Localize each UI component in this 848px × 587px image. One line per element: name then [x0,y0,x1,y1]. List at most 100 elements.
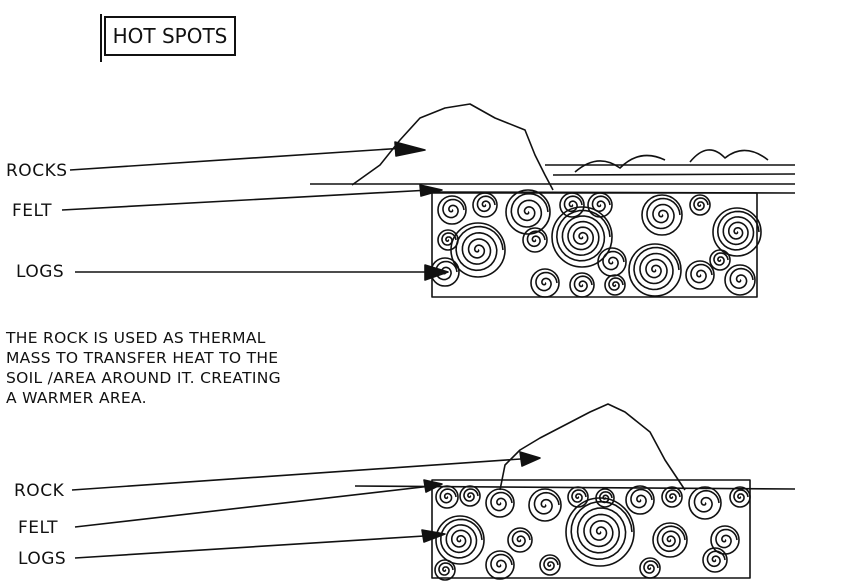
label-rocks: ROCKS [6,161,68,181]
log-end [685,260,715,290]
log-spiral [602,250,625,271]
log-spiral [511,530,531,548]
log-end [434,559,456,581]
log-end [628,243,682,297]
log-end [661,486,683,508]
logs-spirals [434,485,751,581]
description-text: The rock is used as thermal mass to tran… [6,329,281,407]
page-title: HOT SPOTS [100,14,236,62]
log-spiral [690,263,713,284]
log-end [604,274,626,296]
log-end [688,486,722,520]
label-felt: FELT [12,201,52,221]
log-spiral [440,518,483,559]
log-end [702,547,728,573]
log-end [569,272,595,298]
log-end [559,192,585,218]
log-end [507,527,533,553]
log-spiral [733,489,749,503]
log-spiral [438,562,454,576]
log-spiral [463,488,479,502]
logs-arrow-icon [421,529,446,543]
log-spiral [556,209,611,262]
log-spiral [599,491,613,504]
log-spiral [573,275,593,293]
log-end [652,522,688,558]
log-end [724,264,756,296]
log-end [472,192,498,218]
log-spiral [591,195,611,213]
log-end [565,497,635,567]
log-spiral [715,528,738,549]
log-end [709,249,731,271]
log-end [435,515,485,565]
log-end [459,485,481,507]
log-spiral [441,232,457,246]
logs-leader-line [74,534,441,559]
label-logs: LOGS [16,262,64,282]
label-rock: ROCK [14,481,65,501]
log-spiral [543,557,559,571]
log-spiral [526,230,546,248]
log-spiral [563,195,583,213]
felt-leader-line [74,484,441,528]
small-rocks [574,149,769,173]
log-spiral [646,197,681,230]
logs-arrow-icon [424,264,449,281]
felt-leader-line [61,189,431,211]
log-spiral [490,491,513,512]
log-end [641,194,683,236]
log-spiral [455,225,504,272]
log-spiral [490,553,513,574]
log-end [551,206,613,268]
log-spiral [630,488,653,509]
felt-arrow-icon [423,479,443,493]
bottom-diagram: ROCK FELT LOGS [14,403,796,581]
log-end [505,189,551,235]
rocks-leader-line [69,147,406,171]
log-end [485,550,515,580]
log-spiral [442,198,465,219]
log-end [689,194,711,216]
log-spiral [643,560,659,574]
log-spiral [656,525,686,553]
felt-arrow-icon [419,184,443,197]
log-spiral [633,246,680,291]
surface-lines [545,164,796,176]
log-spiral [693,489,720,513]
log-end [522,227,548,253]
label-logs: LOGS [18,549,66,569]
rock-arrow-icon [519,451,541,467]
log-end [729,486,751,508]
log-spiral [533,491,560,515]
logs-spirals [430,189,762,298]
log-spiral [693,197,709,211]
log-spiral [729,267,754,289]
log-spiral [571,489,587,503]
log-end [539,554,561,576]
log-spiral [535,271,558,292]
log-end [435,485,459,509]
log-end [625,485,655,515]
log-spiral [476,195,496,213]
rock-leader-line [71,457,536,491]
rock-shape [499,403,686,491]
log-end [530,268,560,298]
log-end [485,488,515,518]
log-end [639,557,661,579]
top-diagram: ROCKS FELT LOGS [6,103,796,298]
logs-box [431,479,751,579]
log-spiral [706,550,726,568]
log-end [437,195,467,225]
rock-shape [351,103,554,191]
log-end [528,488,562,522]
log-spiral [510,192,549,228]
log-spiral [665,489,681,503]
log-end [450,222,506,278]
log-spiral [608,277,624,291]
log-spiral [439,488,457,504]
label-felt: FELT [18,518,58,538]
log-spiral [713,252,729,266]
rocks-arrow-icon [394,141,426,157]
